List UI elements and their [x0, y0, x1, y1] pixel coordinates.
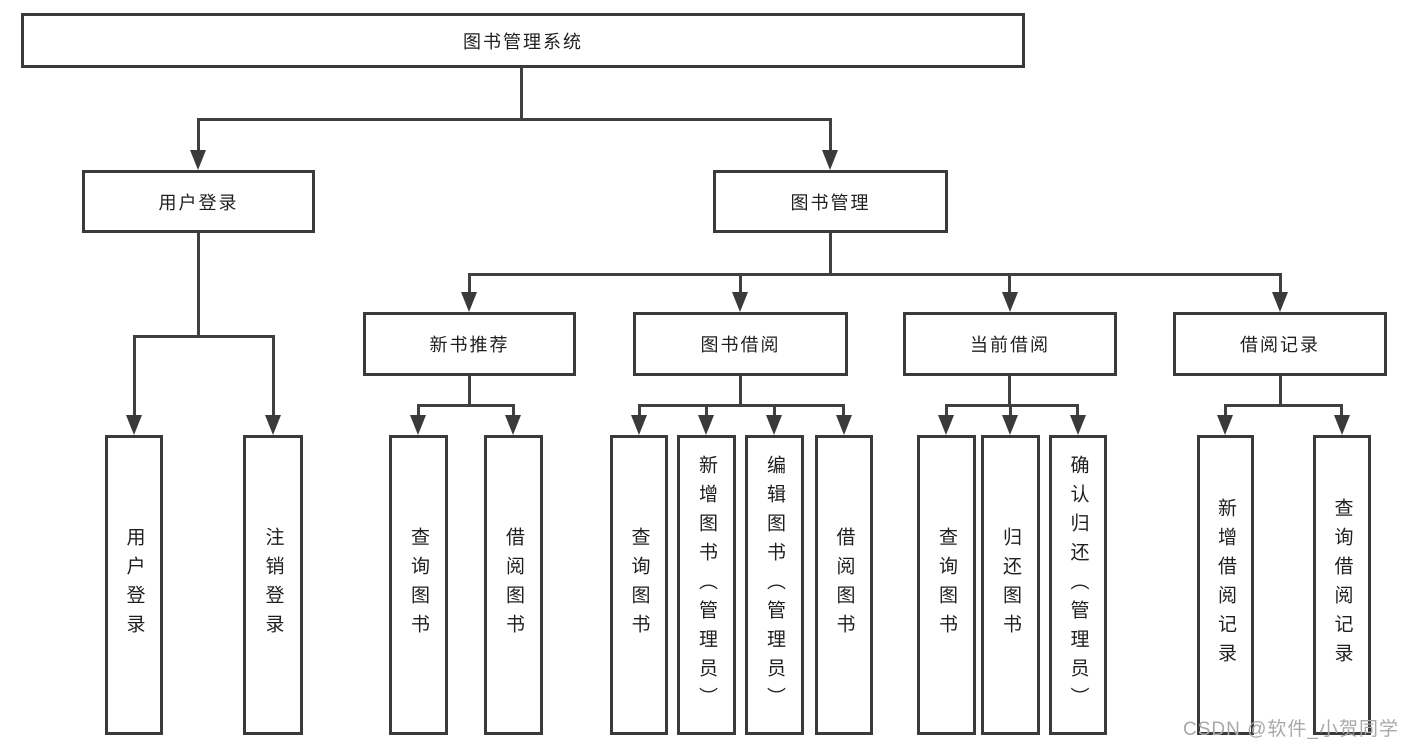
arrow-down-icon — [732, 292, 748, 312]
arrow-down-icon — [265, 415, 281, 435]
connector-line — [829, 118, 832, 152]
arrow-down-icon — [410, 415, 426, 435]
connector-line — [520, 68, 523, 119]
connector-line — [1224, 404, 1227, 417]
connector-line — [197, 118, 832, 121]
connector-line — [739, 376, 742, 405]
connector-line — [1009, 404, 1012, 417]
arrow-down-icon — [836, 415, 852, 435]
connector-line — [1008, 376, 1011, 405]
connector-line — [272, 335, 275, 417]
connector-line — [945, 404, 948, 417]
connector-line — [638, 404, 845, 407]
node-confirm-return-admin: 确认归还（管理员） — [1049, 435, 1107, 735]
connector-line — [1076, 404, 1079, 417]
node-query-borrow-record: 查询借阅记录 — [1313, 435, 1371, 735]
connector-line — [739, 273, 742, 294]
node-borrowing-records: 借阅记录 — [1173, 312, 1387, 376]
connector-line — [1279, 273, 1282, 294]
connector-line — [705, 404, 708, 417]
node-new-book-recommend: 新书推荐 — [363, 312, 576, 376]
node-borrow-books: 借阅图书 — [815, 435, 873, 735]
node-logout: 注销登录 — [243, 435, 303, 735]
arrow-down-icon — [766, 415, 782, 435]
connector-line — [1279, 376, 1282, 405]
node-edit-book-admin: 编辑图书（管理员） — [745, 435, 804, 735]
connector-line — [468, 273, 471, 294]
connector-line — [417, 404, 515, 407]
node-current-borrowing: 当前借阅 — [903, 312, 1117, 376]
node-add-book-admin: 新增图书（管理员） — [677, 435, 736, 735]
node-user-login-leaf: 用户登录 — [105, 435, 163, 735]
node-query-books-current: 查询图书 — [917, 435, 976, 735]
arrow-down-icon — [126, 415, 142, 435]
connector-line — [945, 404, 1079, 407]
arrow-down-icon — [1002, 415, 1018, 435]
connector-line — [197, 118, 200, 152]
arrow-down-icon — [1002, 292, 1018, 312]
connector-line — [1008, 273, 1011, 294]
arrow-down-icon — [1272, 292, 1288, 312]
arrow-down-icon — [1070, 415, 1086, 435]
connector-line — [773, 404, 776, 417]
connector-line — [829, 233, 832, 274]
arrow-down-icon — [698, 415, 714, 435]
node-book-borrowing: 图书借阅 — [633, 312, 848, 376]
connector-line — [842, 404, 845, 417]
arrow-down-icon — [190, 150, 206, 170]
connector-line — [468, 273, 1282, 276]
node-library-system: 图书管理系统 — [21, 13, 1025, 68]
connector-line — [512, 404, 515, 417]
arrow-down-icon — [1217, 415, 1233, 435]
connector-line — [197, 233, 200, 336]
node-add-borrow-record: 新增借阅记录 — [1197, 435, 1254, 735]
arrow-down-icon — [461, 292, 477, 312]
arrow-down-icon — [505, 415, 521, 435]
node-query-books-recommend: 查询图书 — [389, 435, 448, 735]
connector-line — [1224, 404, 1343, 407]
watermark-text: CSDN @软件_小贺同学 — [1183, 719, 1399, 740]
node-borrow-books-recommend: 借阅图书 — [484, 435, 543, 735]
node-user-login: 用户登录 — [82, 170, 315, 233]
connector-line — [417, 404, 420, 417]
connector-line — [638, 404, 641, 417]
arrow-down-icon — [1334, 415, 1350, 435]
node-return-books: 归还图书 — [981, 435, 1040, 735]
connector-line — [133, 335, 136, 417]
arrow-down-icon — [822, 150, 838, 170]
node-book-management: 图书管理 — [713, 170, 948, 233]
connector-line — [468, 376, 471, 405]
arrow-down-icon — [938, 415, 954, 435]
connector-line — [1340, 404, 1343, 417]
connector-line — [133, 335, 275, 338]
arrow-down-icon — [631, 415, 647, 435]
node-query-books-borrowing: 查询图书 — [610, 435, 668, 735]
